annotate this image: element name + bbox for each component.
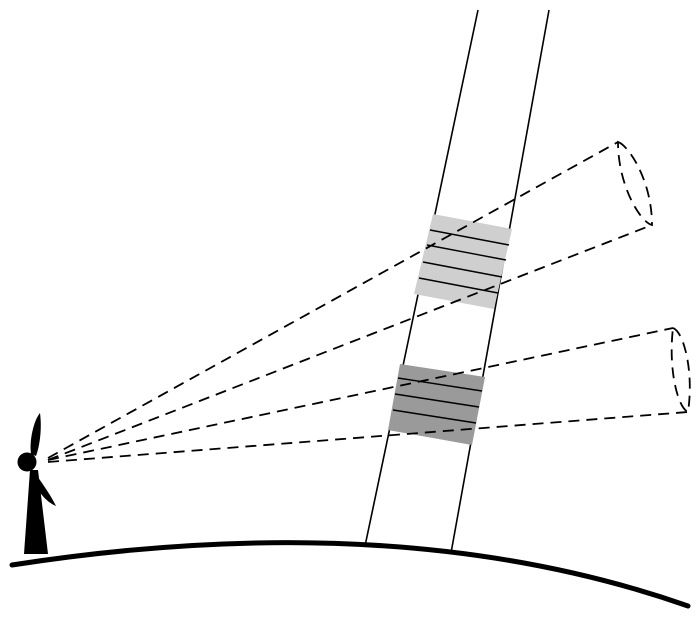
turbine-blade-upper (30, 413, 41, 456)
lower-beam (47, 326, 691, 463)
upper-beam (47, 140, 653, 461)
lower-band (388, 364, 485, 445)
wind-turbine-icon (17, 413, 56, 554)
upper-beam-end-ellipse (617, 140, 653, 227)
turbine-hub (17, 452, 37, 472)
turbine-tower (24, 470, 48, 554)
turbine-blade-lower (30, 470, 56, 506)
upper-band (414, 214, 512, 309)
lower-beam-end-ellipse (670, 326, 691, 414)
ground-curve (9, 540, 691, 609)
